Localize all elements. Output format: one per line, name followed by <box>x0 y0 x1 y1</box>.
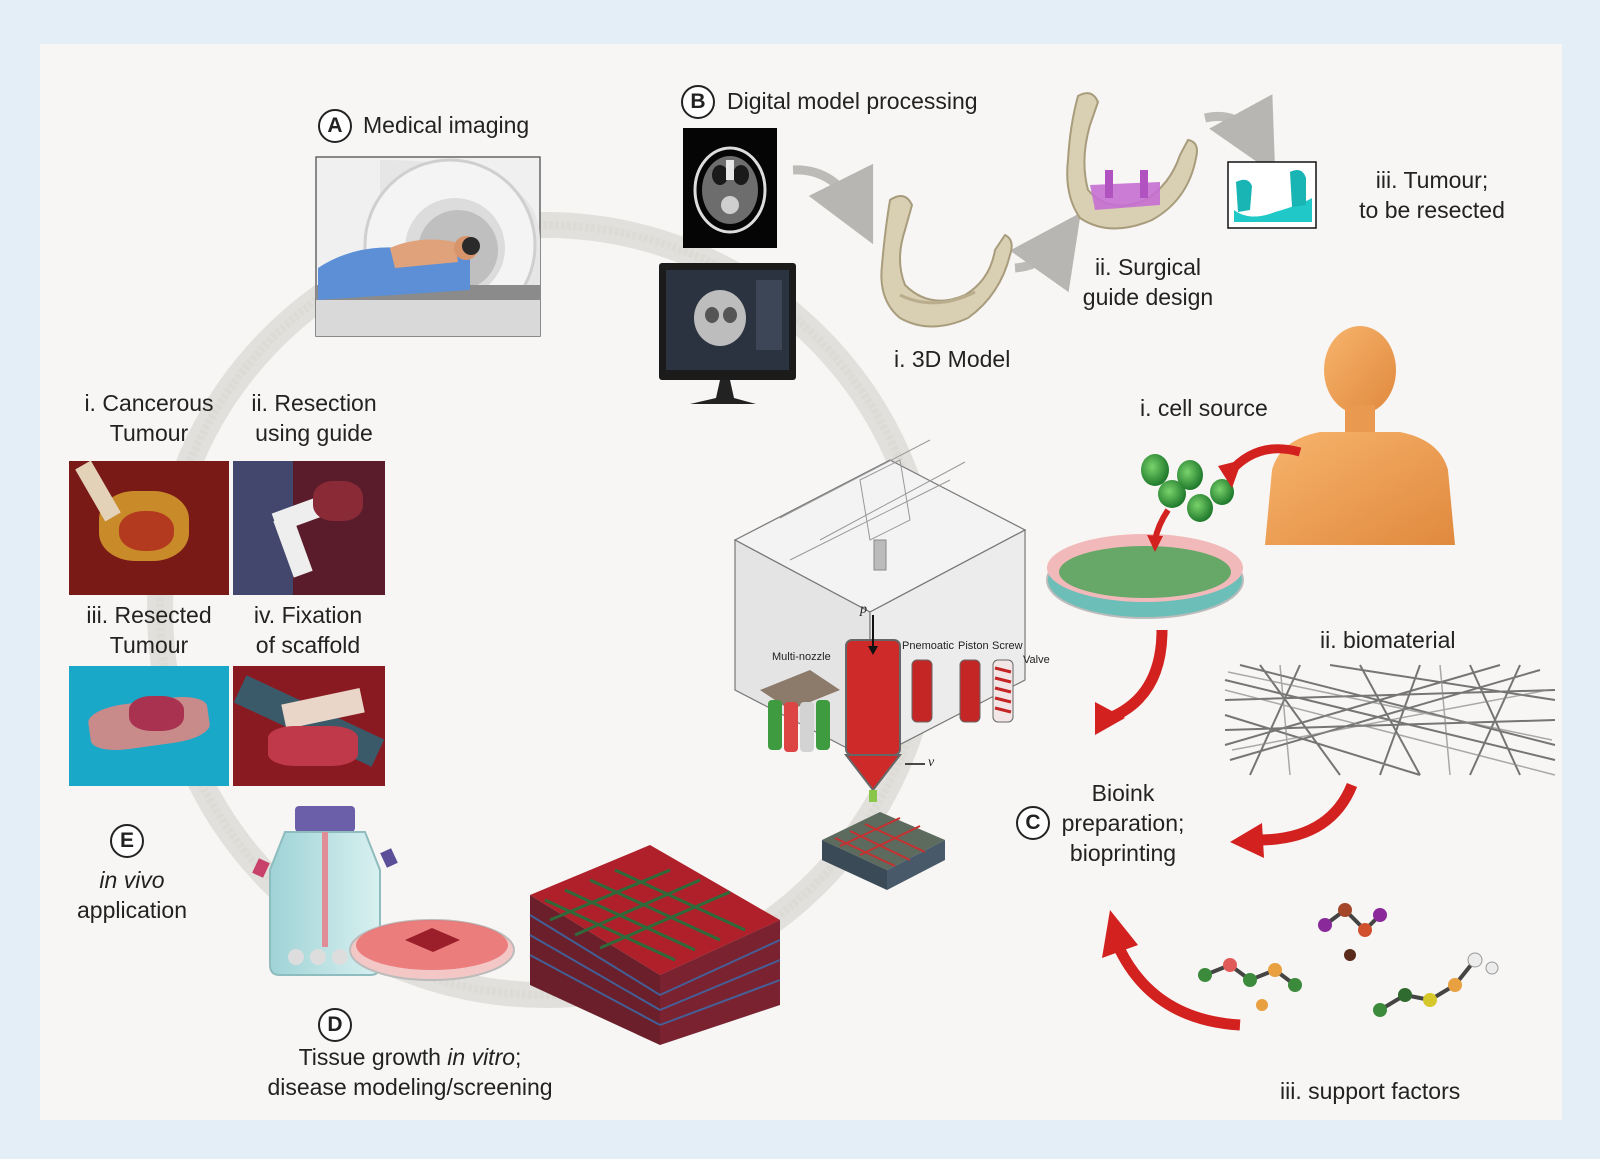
mandible-icon <box>880 195 1013 328</box>
label-photo-2-line2: using guide <box>255 420 373 446</box>
arrow-gray <box>1009 212 1081 293</box>
label-in-vivo: in vivo <box>99 867 165 893</box>
human-body-icon <box>1265 326 1455 545</box>
label-photo-4-line2: of scaffold <box>255 632 361 658</box>
printer-label-v: v <box>928 755 935 770</box>
surgery-photo-resection-guide <box>233 461 385 595</box>
printer-label-valve: Valve <box>1023 654 1050 666</box>
label-bioink-line3: bioprinting <box>1069 840 1177 866</box>
tissue-construct-icon <box>822 812 945 890</box>
printer-label-screw: Screw <box>992 640 1023 652</box>
label-photo-3-line1: iii. Resected <box>86 602 212 628</box>
fiber-mesh-icon <box>1224 664 1556 776</box>
arrow-gray <box>1203 94 1276 175</box>
bioprinter-icon <box>733 439 1027 802</box>
label-photo-3-line2: Tumour <box>109 632 189 658</box>
label-surgical-guide-line2: guide design <box>1082 284 1214 310</box>
printer-label-pneumatic: Pnemoatic <box>902 640 954 652</box>
printer-label-multi-nozzle: Multi-nozzle <box>772 651 831 663</box>
tumour-model-icon <box>1227 161 1317 229</box>
culture-flask-icon <box>252 806 398 976</box>
label-3d-model: i. 3D Model <box>894 346 1011 372</box>
label-support-factors: iii. support factors <box>1280 1078 1461 1104</box>
label-disease-modeling: disease modeling/screening <box>267 1074 553 1100</box>
monitor-icon <box>659 263 796 404</box>
arrow-red <box>1102 910 1241 1031</box>
ct-scan-icon <box>683 128 777 248</box>
label-tissue-growth-italic: in vitro <box>447 1044 516 1070</box>
label-bioink-line1: Bioink <box>1091 780 1155 806</box>
label-cell-source: i. cell source <box>1140 395 1268 421</box>
tissue-construct-icon <box>529 845 781 1045</box>
label-biomaterial: ii. biomaterial <box>1320 627 1456 653</box>
label-photo-4-line1: iv. Fixation <box>253 602 363 628</box>
label-bioink-line2: preparation; <box>1061 810 1185 836</box>
printer-label-piston: Piston <box>958 640 989 652</box>
label-tissue-growth-prefix: Tissue growth <box>298 1044 448 1070</box>
cell-cluster-icon <box>1141 454 1234 522</box>
surgery-photo-fixation-scaffold <box>233 666 385 786</box>
panel-letter-e: E <box>110 824 144 858</box>
label-tumour-line2: to be resected <box>1359 197 1505 223</box>
label-photo-2-line1: ii. Resection <box>251 390 377 416</box>
label-digital-model-processing: Digital model processing <box>727 88 978 114</box>
panel-letter-a: A <box>318 109 352 143</box>
surgery-photo-resected-tumour <box>69 666 229 786</box>
panel-letter-c: C <box>1016 806 1050 840</box>
arrow-red <box>1218 444 1302 488</box>
label-medical-imaging: Medical imaging <box>363 112 530 138</box>
printer-label-p: p <box>860 602 867 617</box>
arrow-red <box>1147 508 1171 552</box>
arrow-gray <box>792 163 874 245</box>
label-photo-1-line1: i. Cancerous <box>84 390 214 416</box>
mandible-icon <box>1066 92 1198 230</box>
petri-dish-icon <box>1046 534 1244 619</box>
petri-dish-icon <box>349 919 515 981</box>
label-surgical-guide-line1: ii. Surgical <box>1094 254 1202 280</box>
molecule-icon <box>1198 903 1499 1017</box>
panel-letter-d: D <box>318 1008 352 1042</box>
surgery-photo-cancerous-tumour <box>69 461 229 595</box>
panel-letter-b: B <box>681 85 715 119</box>
label-tumour-line1: iii. Tumour; <box>1375 167 1489 193</box>
mri-scanner-icon <box>315 156 541 337</box>
label-photo-1-line2: Tumour <box>109 420 189 446</box>
label-tissue-growth: Tissue growth in vitro; <box>299 1042 522 1072</box>
label-tissue-growth-suffix: ; <box>515 1044 522 1070</box>
label-application: application <box>77 897 187 923</box>
arrow-red <box>1230 782 1358 858</box>
arrow-red <box>1095 629 1168 735</box>
